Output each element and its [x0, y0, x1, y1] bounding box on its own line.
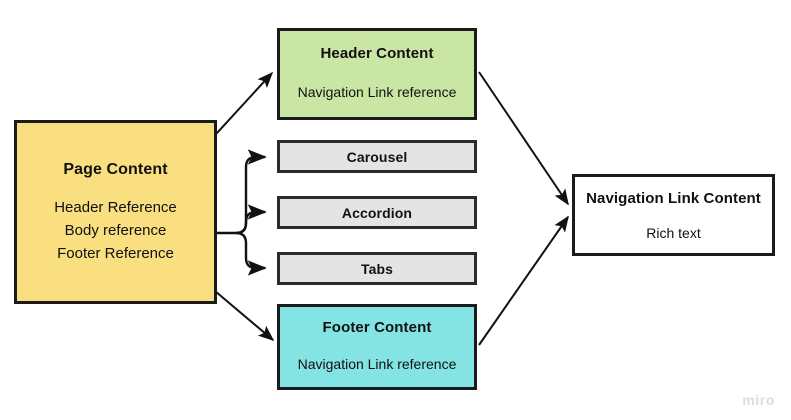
node-footer-content[interactable]: Footer Content Navigation Link reference	[277, 304, 477, 390]
edge-footer-content-to-nav-link-content	[478, 215, 569, 346]
nav-link-content-subtitle: Rich text	[646, 225, 701, 241]
component-tabs-title: Tabs	[360, 260, 394, 277]
node-component-accordion[interactable]: Accordion	[277, 196, 477, 229]
node-component-tabs[interactable]: Tabs	[277, 252, 477, 285]
node-page-content[interactable]: Page Content Header Reference Body refer…	[14, 120, 217, 304]
header-content-title: Header Content	[320, 45, 434, 62]
page-content-reference-list: Header Reference Body reference Footer R…	[54, 197, 177, 264]
component-carousel-title: Carousel	[346, 148, 408, 165]
edge-body-reference-to-carousel	[235, 149, 267, 235]
edge-header-content-to-nav-link-content	[478, 71, 569, 206]
header-content-subtitle: Navigation Link reference	[297, 84, 457, 100]
reference-body: Body reference	[64, 222, 167, 239]
edge-body-reference-to-accordion	[235, 204, 267, 235]
node-navigation-link-content[interactable]: Navigation Link Content Rich text	[572, 174, 775, 256]
footer-content-subtitle: Navigation Link reference	[297, 356, 457, 372]
nav-link-content-title: Navigation Link Content	[586, 190, 761, 207]
reference-footer: Footer Reference	[57, 245, 174, 262]
footer-content-title: Footer Content	[322, 319, 432, 336]
edge-body-reference-to-tabs	[235, 231, 267, 276]
page-content-title: Page Content	[63, 161, 168, 178]
reference-header: Header Reference	[54, 199, 177, 216]
component-accordion-title: Accordion	[341, 204, 413, 221]
miro-watermark: miro	[742, 392, 775, 408]
node-header-content[interactable]: Header Content Navigation Link reference	[277, 28, 477, 120]
node-component-carousel[interactable]: Carousel	[277, 140, 477, 173]
